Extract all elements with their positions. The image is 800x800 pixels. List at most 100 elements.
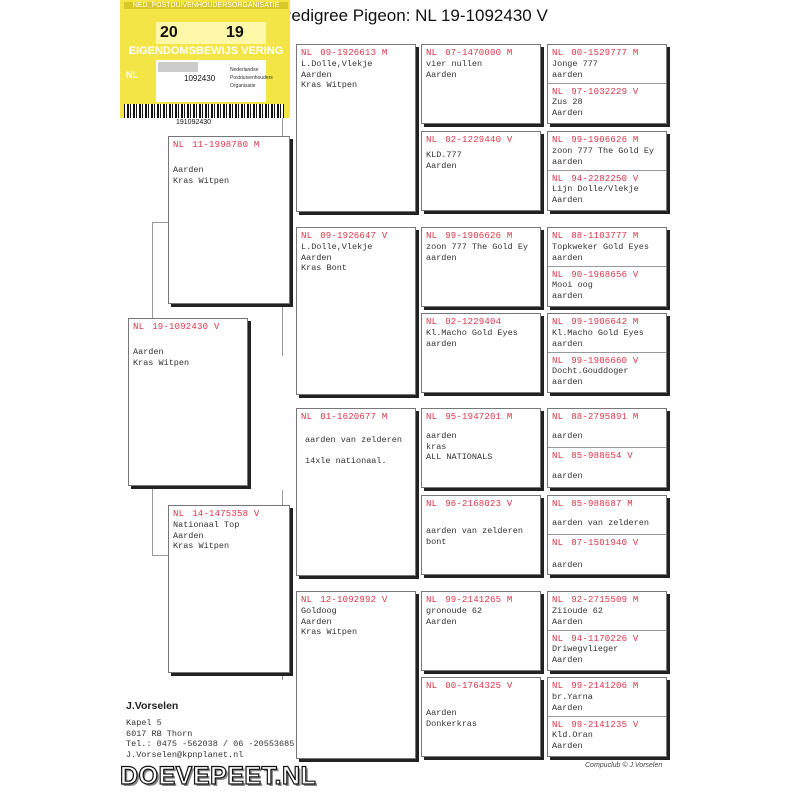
card-band: EIGENDOMSBEWIJS VERING xyxy=(128,45,284,57)
box-text: gronoude 62 Aarden xyxy=(426,606,483,627)
box-text: aarden xyxy=(552,431,583,441)
ring-number: 85-988654 V xyxy=(571,451,633,461)
barcode-number: 191092430 xyxy=(176,119,212,126)
box-text: Jonge 777 aarden xyxy=(552,59,598,80)
pair-divider xyxy=(548,630,666,631)
ring-certificate-card: NED. POSTDUIVENHOUDERSORGANISATIE 20 19 … xyxy=(120,0,290,118)
box-text: Aarden Kras Witpen xyxy=(133,347,190,368)
box-text: aarden kras ALL NATIONALS xyxy=(426,431,493,462)
ring-number: 12-1092992 V xyxy=(320,595,388,605)
connector-line xyxy=(152,222,153,322)
pair-divider xyxy=(548,83,666,84)
ring-number: 14-1475358 V xyxy=(192,509,260,519)
ring-number: 19-1092430 V xyxy=(152,322,220,332)
ring-number: 99-2141235 V xyxy=(571,720,639,730)
ring-number: 95-1947201 M xyxy=(445,412,513,422)
card-year: 20 19 xyxy=(156,22,266,44)
ring-number: 85-988687 M xyxy=(571,499,633,509)
box-text: vier nullen Aarden xyxy=(426,59,483,80)
ring-number: 99-1906626 M xyxy=(571,135,639,145)
box-text: Zus 28 Aarden xyxy=(552,97,583,118)
box-text: zoon 777 The Gold Ey aarden xyxy=(426,242,529,263)
box-text: Aarden Donkerkras xyxy=(426,708,478,729)
ring-number: 99-1906660 V xyxy=(571,356,639,366)
box-text: Nationaal Top Aarden Kras Witpen xyxy=(173,520,240,551)
box-text: Driwegvlieger Aarden xyxy=(552,644,619,665)
card-header: NED. POSTDUIVENHOUDERSORGANISATIE xyxy=(124,2,288,9)
owner-phone: Tel.: 0475 -562038 / 06 -20553685 xyxy=(126,739,295,749)
card-keys: Nederlandse Postduivenhouders Organisati… xyxy=(230,67,273,89)
connector-line xyxy=(152,485,153,555)
ring-number: 11-1998780 M xyxy=(192,140,260,150)
watermark-logo: DOEVEPEET.NL xyxy=(119,761,317,790)
box-text: Ziioude 62 Aarden xyxy=(552,606,604,627)
connector-line xyxy=(152,555,172,556)
ring-number: 90-1968656 V xyxy=(571,270,639,280)
pair-divider xyxy=(548,716,666,717)
ring-number: 02-1229404 xyxy=(445,317,502,327)
pair-divider xyxy=(548,352,666,353)
ring-number: 88-1103777 M xyxy=(571,231,639,241)
card-nl: NL xyxy=(126,70,138,80)
box-text: Mooi oog aarden xyxy=(552,280,593,301)
pair-divider xyxy=(548,447,666,448)
box-text: aarden van zelderen xyxy=(552,518,649,528)
ring-number: 94-2282250 V xyxy=(571,174,639,184)
box-text: KLD.777 Aarden xyxy=(426,150,462,171)
ring-number: 09-1926647 V xyxy=(320,231,388,241)
box-text: Kld.Oran Aarden xyxy=(552,730,593,751)
box-text: aarden van zelderen 14xle nationaal. xyxy=(305,435,402,466)
pair-divider xyxy=(548,266,666,267)
ring-number: 87-1501940 V xyxy=(571,538,639,548)
box-text: Lijn Dolle/Vlekje Aarden xyxy=(552,184,639,205)
card-number-panel: 1092430 Nederlandse Postduivenhouders Or… xyxy=(156,60,273,102)
box-text: aarden van zelderen bont xyxy=(426,526,523,547)
ring-number: 97-1032229 V xyxy=(571,87,639,97)
ring-number: 96-2168023 V xyxy=(445,499,513,509)
card-grey-field xyxy=(158,62,198,72)
box-text: Goldoog Aarden Kras Witpen xyxy=(301,606,358,637)
owner-name: J.Vorselen xyxy=(126,700,179,712)
owner-email: J.Vorselen@kpnplanet.nl xyxy=(126,749,244,760)
pair-divider xyxy=(548,170,666,171)
ring-number: 99-2141265 M xyxy=(445,595,513,605)
box-text: Topkweker Gold Eyes aarden xyxy=(552,242,649,263)
ring-number: 02-1229440 V xyxy=(445,135,513,145)
box-text: br.Yarna Aarden xyxy=(552,692,593,713)
connector-line xyxy=(152,222,172,223)
box-text: Docht.Gouddoger aarden xyxy=(552,366,629,387)
page-title: Pedigree Pigeon: NL 19-1092430 V xyxy=(280,6,548,25)
ring-number: 09-1926613 M xyxy=(320,48,388,58)
ring-number: 88-2795891 M xyxy=(571,412,639,422)
box-text: Kl.Macho Gold Eyes aarden xyxy=(552,328,644,349)
box-text: L.Dolle,Vlekje Aarden Kras Witpen xyxy=(301,59,373,90)
owner-postcode: 6017 RB Thorn xyxy=(126,728,193,739)
ring-number: 07-1470000 M xyxy=(445,48,513,58)
box-text: L.Dolle,Vlekje Aarden Kras Bont xyxy=(301,242,373,273)
owner-info: J.Vorselen Kapel 5 6017 RB Thorn Tel.: 0… xyxy=(126,700,294,760)
ring-number: 94-1170226 V xyxy=(571,634,639,644)
box-text: Aarden Kras Witpen xyxy=(173,165,230,186)
